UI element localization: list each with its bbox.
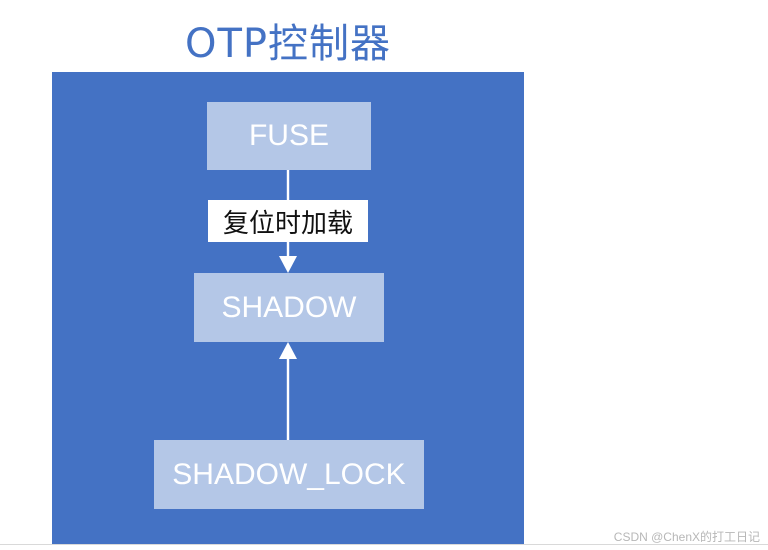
- bottom-divider: [0, 544, 768, 545]
- shadow-lock-node: SHADOW_LOCK: [154, 440, 424, 509]
- fuse-node: FUSE: [207, 102, 371, 170]
- shadow-node: SHADOW: [194, 273, 384, 342]
- diagram-title: OTP控制器: [184, 21, 392, 67]
- fuse-to-shadow-label: 复位时加载: [208, 200, 368, 242]
- csdn-watermark: CSDN @ChenX的打工日记: [613, 530, 760, 544]
